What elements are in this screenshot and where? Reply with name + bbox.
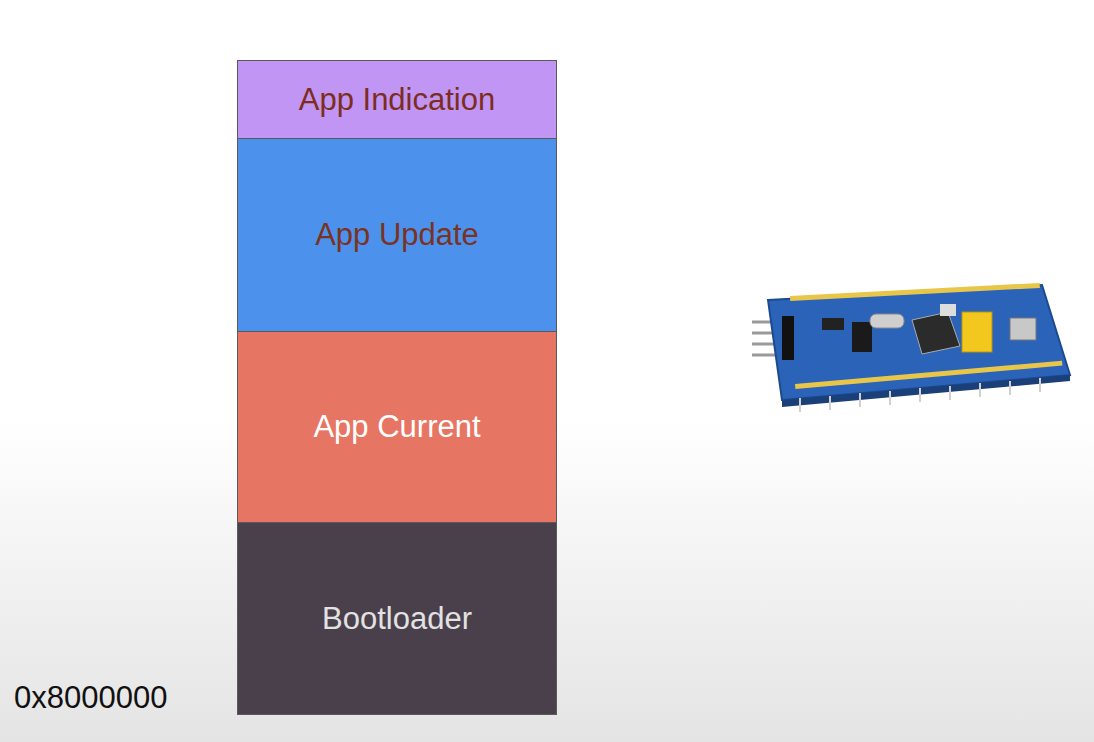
region-name: App Update bbox=[315, 217, 479, 253]
bottom-pins bbox=[800, 378, 1040, 412]
pin-rows bbox=[790, 283, 1062, 389]
boot-jumpers bbox=[962, 312, 992, 352]
header-block bbox=[782, 316, 794, 360]
crystal bbox=[870, 314, 904, 328]
usb-port bbox=[1010, 318, 1036, 340]
region-name: App Current bbox=[313, 409, 480, 445]
smd-part bbox=[822, 318, 844, 330]
regulator bbox=[852, 322, 872, 352]
memory-region: App Indication bbox=[237, 60, 557, 139]
pcb-edge bbox=[782, 375, 1070, 407]
memory-region: App Update bbox=[237, 138, 557, 332]
mcu-chip bbox=[912, 312, 960, 354]
address-label: 0x8000000 bbox=[14, 680, 167, 716]
region-name: App Indication bbox=[299, 82, 495, 118]
memory-region: App Current bbox=[237, 331, 557, 523]
region-name: Bootloader bbox=[322, 601, 472, 637]
memory-region: Bootloader bbox=[237, 522, 557, 715]
reset-button bbox=[940, 304, 956, 316]
